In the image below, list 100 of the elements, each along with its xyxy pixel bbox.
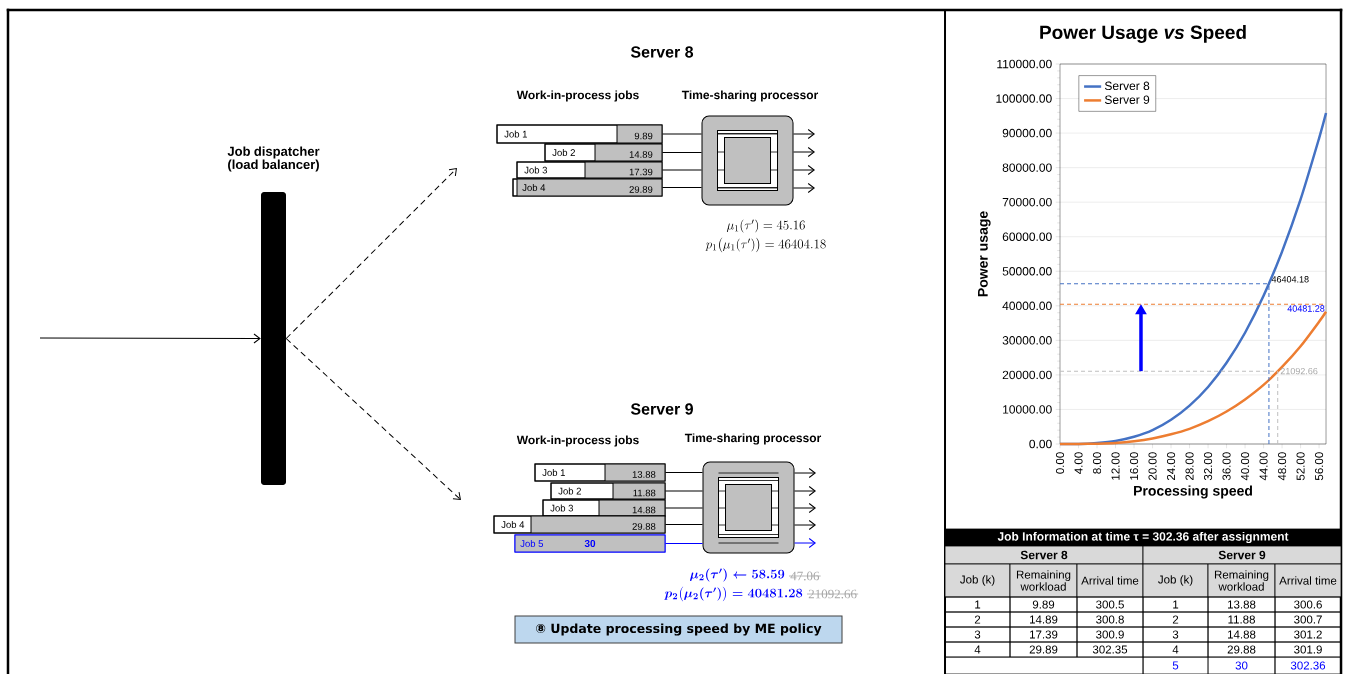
table-header: Server 9 (1142, 545, 1342, 565)
struck-value: 47.06 (788, 571, 822, 581)
table-cell: 11.88 (1207, 611, 1276, 628)
arrow (794, 468, 816, 478)
table-cell: 17.39 (1009, 626, 1078, 643)
section-label: Time-sharing processor (684, 433, 822, 445)
y-tick-label: 110000.00 (997, 59, 1052, 69)
y-tick-label: 50000.00 (1002, 267, 1052, 276)
y-tick-label: 80000.00 (1002, 163, 1052, 172)
connector-line (665, 472, 703, 473)
x-tick-label: 36.00 (1222, 452, 1231, 481)
x-axis-title: Processing speed (1134, 485, 1252, 499)
table-cell: 300.6 (1274, 596, 1342, 613)
x-tick-label: 4.00 (1074, 452, 1083, 474)
processor-box (702, 461, 795, 554)
job-bar: Job 2 14.89 (544, 143, 663, 162)
table-cell: 302.36 (1274, 656, 1342, 674)
x-tick-label: 32.00 (1203, 452, 1213, 481)
x-tick-label: 16.00 (1129, 452, 1139, 480)
table-header: Arrival time (1076, 563, 1144, 598)
processor-box (701, 115, 794, 206)
table-header: Job (k) (1142, 563, 1209, 598)
y-axis-title: Power usage (978, 211, 991, 297)
section-label: Time-sharing processor (681, 90, 819, 102)
heading: Server 8 (630, 46, 694, 58)
arrow (794, 503, 816, 513)
table-cell: 3 (944, 626, 1011, 643)
x-tick-label: 56.00 (1315, 452, 1324, 481)
x-tick-label: 48.00 (1278, 452, 1287, 481)
formula: $p_1\big(\mu_1(\tau')\big) = 46404.18$ (705, 237, 826, 253)
table-cell: 300.7 (1274, 611, 1342, 628)
struck-value: 21092.66 (806, 589, 859, 599)
table-cell: 29.89 (1009, 641, 1078, 658)
line-series (1058, 310, 1328, 446)
job-bar: Job 5 30 (514, 534, 666, 553)
job-bar: Job 4 29.89 (512, 178, 663, 197)
y-tick-label: 30000.00 (1002, 336, 1052, 345)
section-label: Work-in-process jobs (516, 90, 639, 102)
y-tick-label: 70000.00 (1002, 197, 1052, 207)
step-banner: ⑧ Update processing speed by ME policy (514, 615, 843, 644)
table-cell: 13.88 (1207, 596, 1276, 613)
arrow (794, 486, 816, 496)
table-header: Server 8 (944, 545, 1144, 565)
legend-label: Server 9 (1104, 95, 1150, 104)
table-cell: 3 (1142, 626, 1209, 643)
y-tick-label: 0.00 (1029, 439, 1052, 449)
connector-line (662, 169, 702, 171)
table-header: Remaining workload (1207, 563, 1276, 598)
chart-title: Power Usage vs Speed (1040, 25, 1246, 43)
x-tick-label: 8.00 (1092, 452, 1102, 474)
arrow (793, 165, 815, 175)
job-bar: Job 3 17.39 (516, 161, 663, 179)
connector-line (662, 152, 702, 153)
arrow (794, 520, 816, 530)
arrow (794, 538, 816, 548)
job-bar: Job 3 14.88 (542, 499, 666, 517)
table-header: Arrival time (1274, 563, 1342, 598)
connector-line (662, 187, 702, 188)
y-tick-label: 10000.00 (1003, 405, 1052, 414)
table-cell: 301.9 (1274, 641, 1342, 658)
connector-line (665, 543, 703, 544)
x-tick-label: 20.00 (1148, 452, 1157, 480)
y-tick-label: 40000.00 (1002, 301, 1052, 311)
job-bar: Job 1 9.89 (496, 124, 663, 144)
arrow (285, 168, 457, 339)
arrow (285, 338, 461, 500)
section-label: Work-in-process jobs (516, 435, 639, 447)
annotation-label: 46404.18 (1271, 276, 1309, 283)
arrow (793, 183, 815, 193)
y-tick-label: 100000.00 (996, 94, 1052, 103)
x-tick-label: 28.00 (1185, 452, 1194, 480)
annotation-label: 40481.28 (1287, 305, 1325, 312)
annotation-label: 21092.66 (1280, 367, 1318, 375)
arrow (793, 129, 815, 139)
table-cell: 30 (1207, 656, 1276, 674)
x-tick-label: 44.00 (1259, 452, 1268, 481)
job-bar: Job 4 29.88 (493, 515, 666, 534)
connector-line (662, 133, 702, 135)
table-cell: 4 (944, 641, 1011, 658)
arrow (39, 333, 261, 344)
table-cell: 1 (1142, 596, 1209, 613)
table-cell: 14.88 (1207, 626, 1276, 643)
y-tick-label: 20000.00 (1002, 370, 1052, 380)
formula: $\mu_1(\tau') = 45.16$ (726, 219, 805, 233)
table-header: Job (k) (944, 563, 1011, 598)
table-cell: 300.5 (1076, 596, 1144, 613)
table-cell: 4 (1142, 641, 1209, 658)
table-cell: 5 (1142, 656, 1209, 674)
heading: Server 9 (630, 403, 693, 415)
table-cell: 14.89 (1009, 611, 1078, 628)
job-bar: Job 2 11.88 (550, 482, 666, 500)
y-tick-label: 90000.00 (1002, 128, 1052, 138)
job-bar: Job 1 13.88 (534, 463, 666, 482)
formula: $p_2\big(\mu_2(\tau')\big) = 40481.28$ (664, 586, 803, 602)
x-tick-label: 40.00 (1240, 452, 1250, 481)
connector-line (665, 490, 703, 492)
legend-label: Server 8 (1104, 81, 1150, 91)
x-tick-label: 24.00 (1166, 452, 1176, 480)
connector-line (665, 507, 703, 509)
table-cell: 301.2 (1274, 626, 1342, 643)
